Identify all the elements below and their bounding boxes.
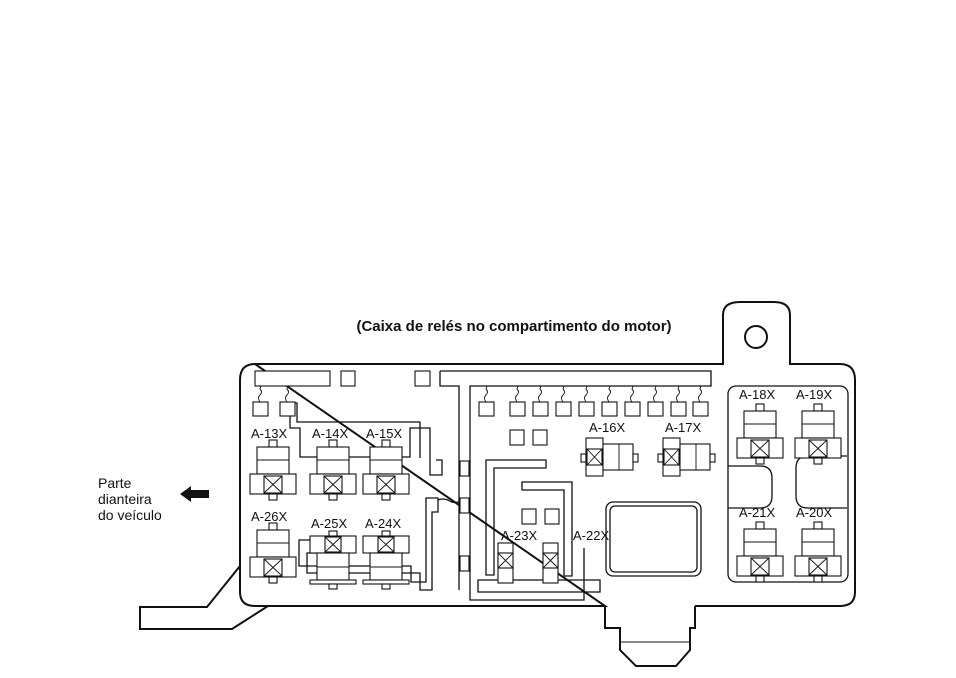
fuse [478, 385, 495, 417]
fuse [532, 385, 549, 417]
relay-label-a17x: A-17X [665, 420, 701, 435]
fuse [624, 385, 641, 417]
fuse [509, 385, 526, 417]
fuse [509, 429, 525, 446]
relay-label-a26x: A-26X [251, 509, 287, 524]
fuse [670, 385, 687, 417]
relay-label-a25x: A-25X [311, 516, 347, 531]
fuse [555, 385, 572, 417]
relay-label-a14x: A-14X [312, 426, 348, 441]
relay-label-a22x: A-22X [573, 528, 609, 543]
relay-a17x [657, 437, 716, 477]
relay-a19x [794, 403, 842, 465]
front-label-line-2: dianteira [98, 491, 152, 507]
relay-a15x [362, 439, 410, 501]
fuse [578, 385, 595, 417]
front-of-vehicle-label: Parte dianteira do veículo [98, 475, 162, 523]
relay-box-housing [139, 301, 856, 667]
arrow-left-icon [180, 486, 209, 502]
relay-label-a24x: A-24X [365, 516, 401, 531]
relay-labels: A-13X A-14X A-15X A-16X A-17X A-18X A-19… [251, 387, 832, 543]
relay-a18x [736, 403, 784, 465]
fuse [692, 385, 709, 417]
relay-a16x [580, 437, 639, 477]
fuse [601, 385, 618, 417]
front-label-line-3: do veículo [98, 507, 162, 523]
relay-a26x [249, 522, 297, 584]
relay-label-a19x: A-19X [796, 387, 832, 402]
relay-a23x [497, 542, 514, 584]
relay-a20x [794, 521, 842, 583]
relay-a13x [249, 439, 297, 501]
diagram-title: (Caixa de relés no compartimento do moto… [356, 318, 671, 335]
relay-label-a18x: A-18X [739, 387, 775, 402]
fuse [279, 385, 296, 417]
relay-label-a16x: A-16X [589, 420, 625, 435]
relays [249, 403, 842, 590]
relay-a22x [542, 542, 559, 584]
fuse [532, 429, 548, 446]
relay-a25x [309, 530, 357, 590]
relay-label-a13x: A-13X [251, 426, 287, 441]
relay-label-a21x: A-21X [739, 505, 775, 520]
fuse [521, 508, 537, 525]
fuse [544, 508, 560, 525]
front-label-line-1: Parte [98, 475, 132, 491]
fuse-row [252, 385, 709, 525]
relay-a14x [309, 439, 357, 501]
relay-a21x [736, 521, 784, 583]
relay-label-a20x: A-20X [796, 505, 832, 520]
relay-label-a23x: A-23X [501, 528, 537, 543]
fuse [647, 385, 664, 417]
relay-a24x [362, 530, 410, 590]
relay-label-a15x: A-15X [366, 426, 402, 441]
fuse [252, 385, 269, 417]
